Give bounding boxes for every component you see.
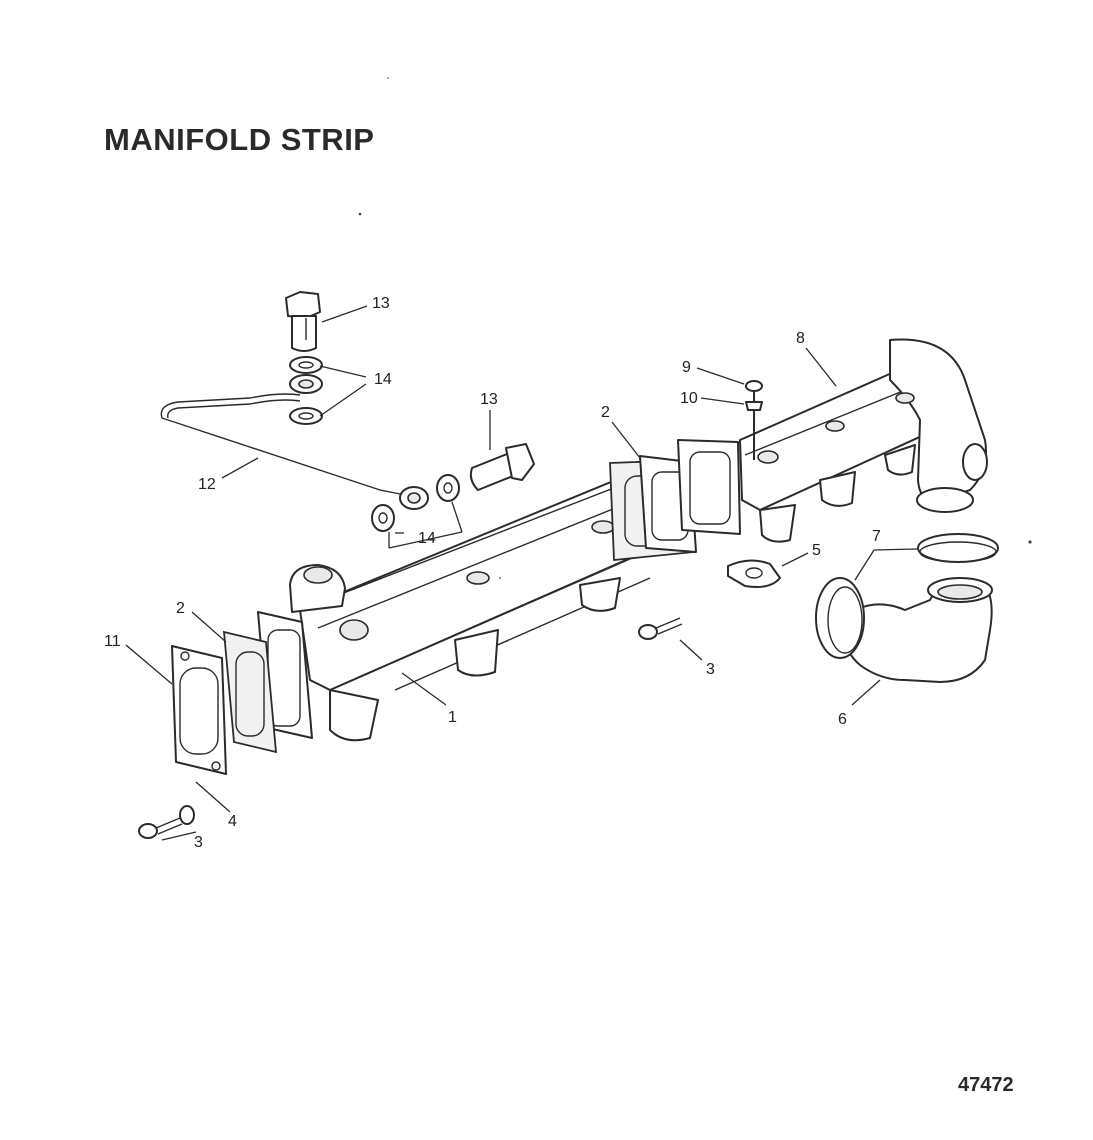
elbow-hose-6 [839,577,993,683]
callout-12: 12 [198,476,216,493]
callout-13-side: 13 [480,391,498,408]
callouts: 13 14 12 13 14 2 9 10 8 5 7 3 6 1 2 11 4… [104,295,881,851]
callout-11: 11 [104,633,121,650]
rear-manifold-8 [739,338,988,543]
callout-13-top: 13 [372,295,390,312]
callout-14-top: 14 [374,371,392,388]
callout-1: 1 [448,709,457,726]
rear-gasket-2 [609,439,741,561]
callout-3-front: 3 [194,834,203,851]
callout-9: 9 [682,359,691,376]
banjo-bolt-13-top [285,291,321,352]
callout-4: 4 [228,813,237,830]
figure-number: 47472 [958,1074,1014,1096]
callout-7: 7 [872,528,881,545]
leader-lines [125,305,919,841]
water-tube-12 [160,374,429,510]
front-gasket-2 [222,630,278,754]
callout-3-middle: 3 [706,661,715,678]
banjo-bolt-13-side [469,443,535,491]
callout-14-side: 14 [418,530,436,547]
manifold-body [257,469,661,742]
callout-5: 5 [812,542,821,559]
callout-10: 10 [680,390,698,407]
front-plate-11 [171,645,227,775]
cover-plate-5 [727,559,781,588]
screw-3-middle [638,617,683,640]
callout-8: 8 [796,330,805,347]
screw-3-front [138,805,195,839]
washers-14-top [289,356,323,425]
callout-2-rear: 2 [601,404,610,421]
washers-14-side [371,474,460,532]
callout-6: 6 [838,711,847,728]
screw-9-stud-10 [745,380,763,460]
callout-2-front: 2 [176,600,185,617]
diagram-title: MANIFOLD STRIP [104,122,375,157]
hose-clamp-7 [815,533,999,659]
